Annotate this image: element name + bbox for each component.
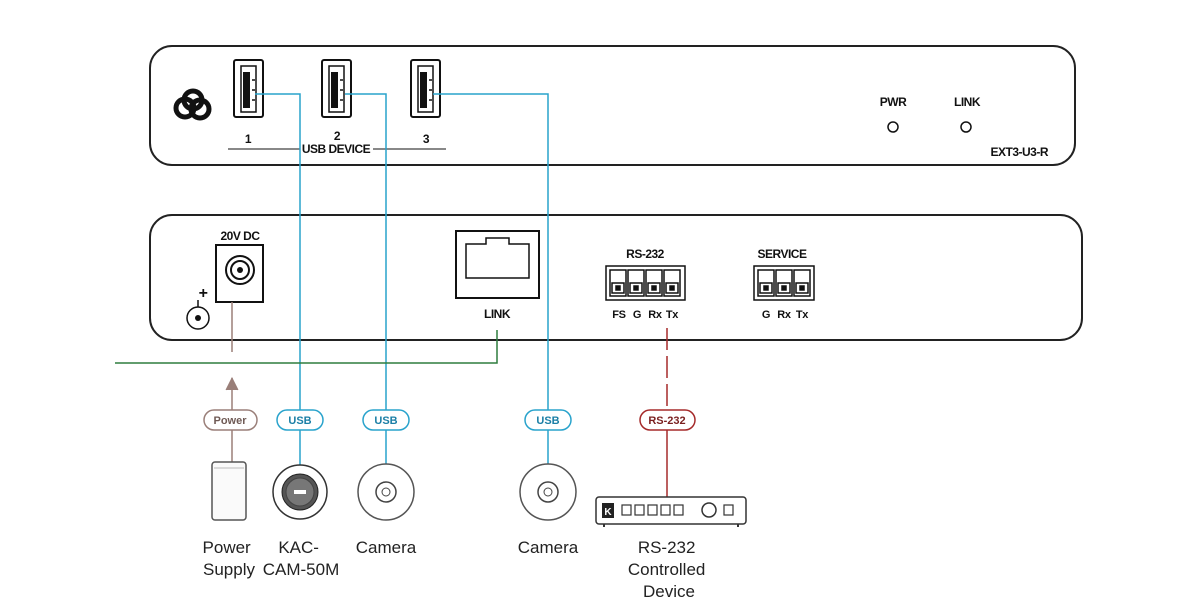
rs232-device-label-line-3: Device	[643, 582, 695, 600]
power-supply-label-line-2: Supply	[203, 560, 255, 579]
power-tag: Power	[203, 409, 258, 431]
rs232-pin-tx: Tx	[666, 309, 679, 321]
service-block-title: SERVICE	[758, 247, 807, 261]
service-terminal-block[interactable]	[753, 265, 815, 301]
usb-port-3-number: 3	[423, 132, 430, 146]
power-supply-icon	[211, 461, 247, 521]
cables	[115, 93, 668, 497]
service-pin-g: G	[762, 309, 770, 321]
top-panel: 1 2 3 USB DEVICE PWR LINK EXT3-U3-R	[149, 45, 1076, 166]
polarity-plus-sign: +	[199, 285, 208, 302]
usb-cable-port-2	[345, 93, 387, 410]
pwr-led-label: PWR	[880, 95, 907, 109]
link-led-indicator	[960, 121, 972, 133]
camera-2-label-line-1: Camera	[518, 538, 579, 557]
usb-tag-3-label: USB	[536, 415, 559, 427]
usb-port-1-number: 1	[245, 132, 252, 146]
usb-port-2-number: 2	[334, 129, 341, 143]
rs232-device-label-line-1: RS-232	[638, 538, 696, 557]
kac-cam-icon	[272, 464, 328, 520]
link-rj45-port[interactable]	[455, 230, 540, 299]
link-cable	[115, 330, 498, 364]
bottom-panel: 20V DC + LINK RS-232	[149, 214, 1083, 341]
usb-tag-3: USB	[524, 409, 572, 431]
top-panel-outline	[149, 45, 1076, 166]
camera-1-label-line-1: Camera	[356, 538, 417, 557]
rs232-device-label: RS-232 Controlled Device	[628, 538, 710, 600]
usb-device-label: USB DEVICE	[302, 142, 371, 156]
rs232-pin-fs: FS	[612, 309, 625, 321]
rs232-pin-rx: Rx	[648, 309, 663, 321]
rs232-block-title: RS-232	[626, 247, 665, 261]
usb-cable-port-3	[433, 93, 549, 410]
usb-tag-1-label: USB	[288, 415, 311, 427]
rs232-tag: RS-232	[639, 409, 696, 431]
power-supply-label: Power Supply	[203, 538, 256, 579]
rs232-pin-g: G	[633, 309, 641, 321]
camera-1-label: Camera	[356, 538, 417, 557]
rs232-tag-label: RS-232	[648, 415, 685, 427]
camera-icon-2	[519, 463, 577, 521]
model-label: EXT3-U3-R	[990, 145, 1048, 159]
power-supply-label-line-1: Power	[203, 538, 252, 557]
usb-port-1[interactable]	[233, 59, 264, 118]
power-arrow-icon	[225, 376, 239, 391]
kac-cam-label-line-1: KAC-	[278, 538, 319, 557]
svg-text:K: K	[604, 507, 612, 518]
usb-port-2[interactable]	[321, 59, 352, 118]
kac-cam-label: KAC- CAM-50M	[263, 538, 340, 579]
power-input-label: 20V DC	[220, 229, 260, 243]
rs232-terminal-block[interactable]	[605, 265, 686, 301]
rs232-controlled-device-icon: K	[595, 496, 747, 527]
link-led-label: LINK	[954, 95, 981, 109]
dc-power-jack[interactable]	[215, 244, 264, 303]
usb-tag-2-label: USB	[374, 415, 397, 427]
camera-2-label: Camera	[518, 538, 579, 557]
polarity-symbol-icon	[186, 300, 210, 330]
usb-port-3[interactable]	[410, 59, 441, 118]
kramer-logo-icon	[173, 88, 212, 121]
kac-cam-label-line-2: CAM-50M	[263, 560, 340, 579]
usb-cable-port-1	[255, 93, 301, 410]
power-tag-label: Power	[213, 415, 247, 427]
service-pin-rx: Rx	[777, 309, 792, 321]
usb-tag-1: USB	[276, 409, 324, 431]
pwr-led-indicator	[887, 121, 899, 133]
link-port-label: LINK	[484, 307, 511, 321]
usb-tag-2: USB	[362, 409, 410, 431]
camera-icon-1	[357, 463, 415, 521]
rs232-device-label-line-2: Controlled	[628, 560, 706, 579]
service-pin-tx: Tx	[796, 309, 809, 321]
